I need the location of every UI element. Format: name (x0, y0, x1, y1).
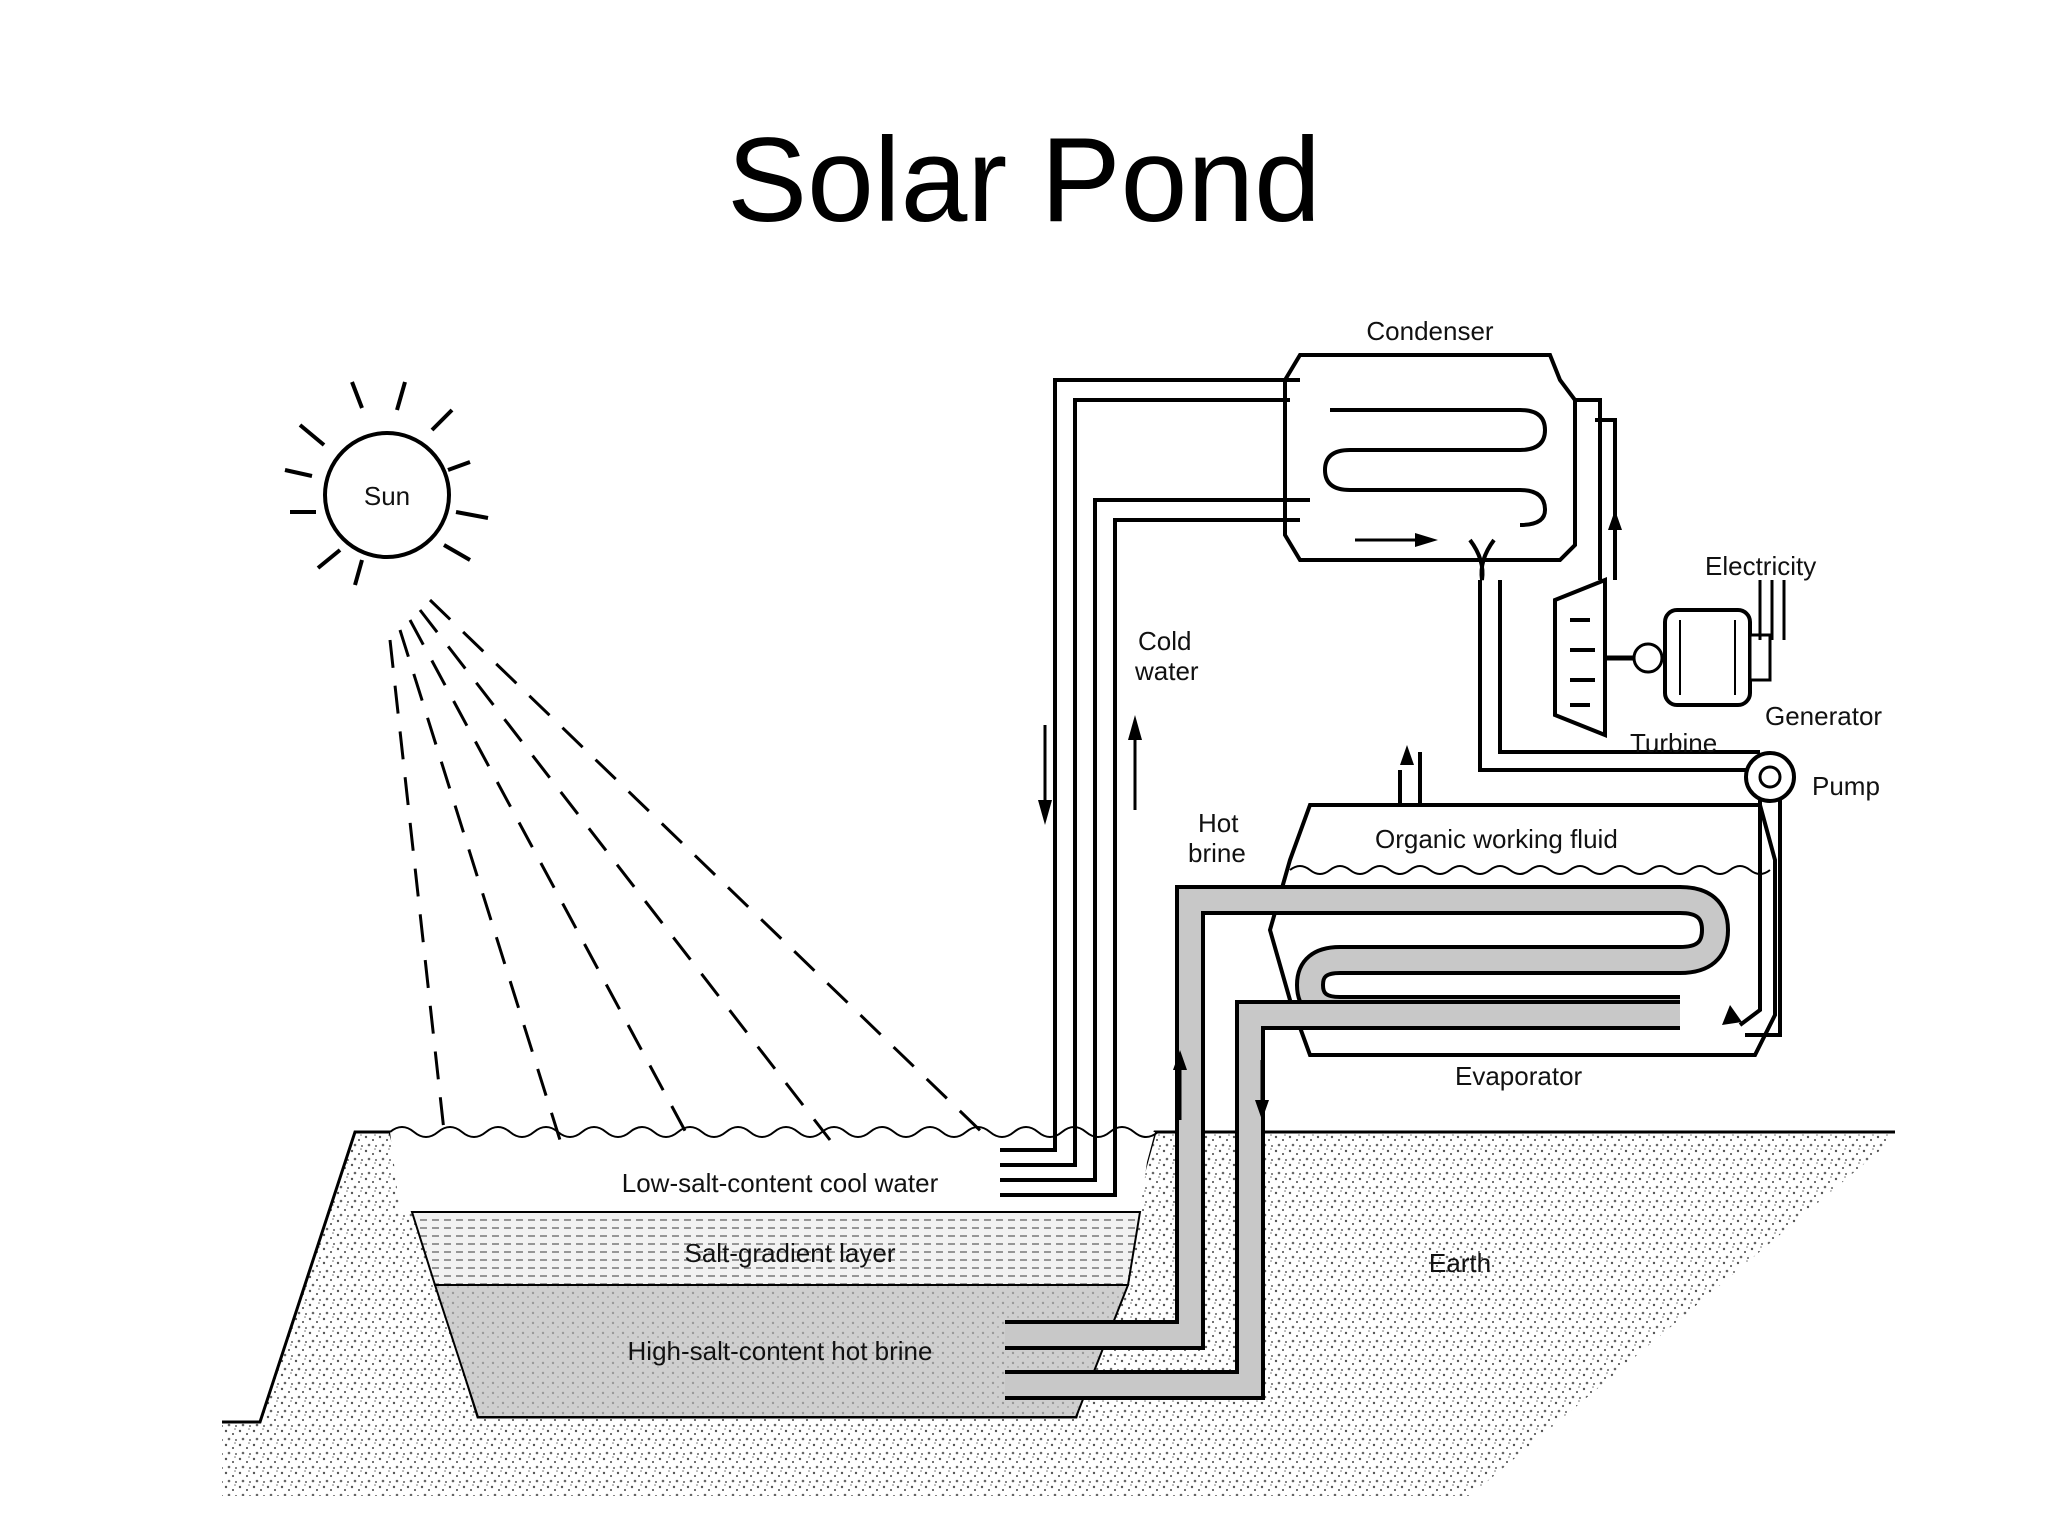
low-salt-layer-label: Low-salt-content cool water (622, 1168, 939, 1198)
evaporator-label: Evaporator (1455, 1061, 1583, 1091)
pond (389, 1126, 1159, 1418)
high-salt-layer-label: High-salt-content hot brine (628, 1336, 933, 1366)
electricity-label: Electricity (1705, 551, 1816, 581)
hot-brine-pipes (1005, 885, 1680, 1400)
organic-working-fluid-label: Organic working fluid (1375, 824, 1618, 854)
pump-label: Pump (1812, 771, 1880, 801)
salt-gradient-layer-label: Salt-gradient layer (685, 1238, 896, 1268)
sun-rays (388, 598, 992, 1142)
generator-icon (1605, 608, 1772, 707)
sun-icon (284, 381, 489, 586)
cold-water-label-line1: Cold (1138, 626, 1191, 656)
pump-icon (1738, 751, 1796, 1037)
turbine-icon (1553, 398, 1622, 738)
page-title: Solar Pond (727, 113, 1321, 247)
earth-label: Earth (1429, 1248, 1491, 1278)
condenser (1283, 353, 1780, 772)
cold-water-pipes (1000, 378, 1310, 1197)
condenser-label: Condenser (1366, 316, 1494, 346)
cold-water-label-line2: water (1134, 656, 1199, 686)
turbine-label: Turbine (1630, 728, 1717, 758)
sun-label: Sun (364, 481, 410, 511)
electricity-icon (1758, 580, 1786, 640)
hot-brine-label-line1: Hot (1198, 808, 1239, 838)
evaporator (1250, 745, 1777, 1057)
generator-label: Generator (1765, 701, 1882, 731)
hot-brine-label-line2: brine (1188, 838, 1246, 868)
